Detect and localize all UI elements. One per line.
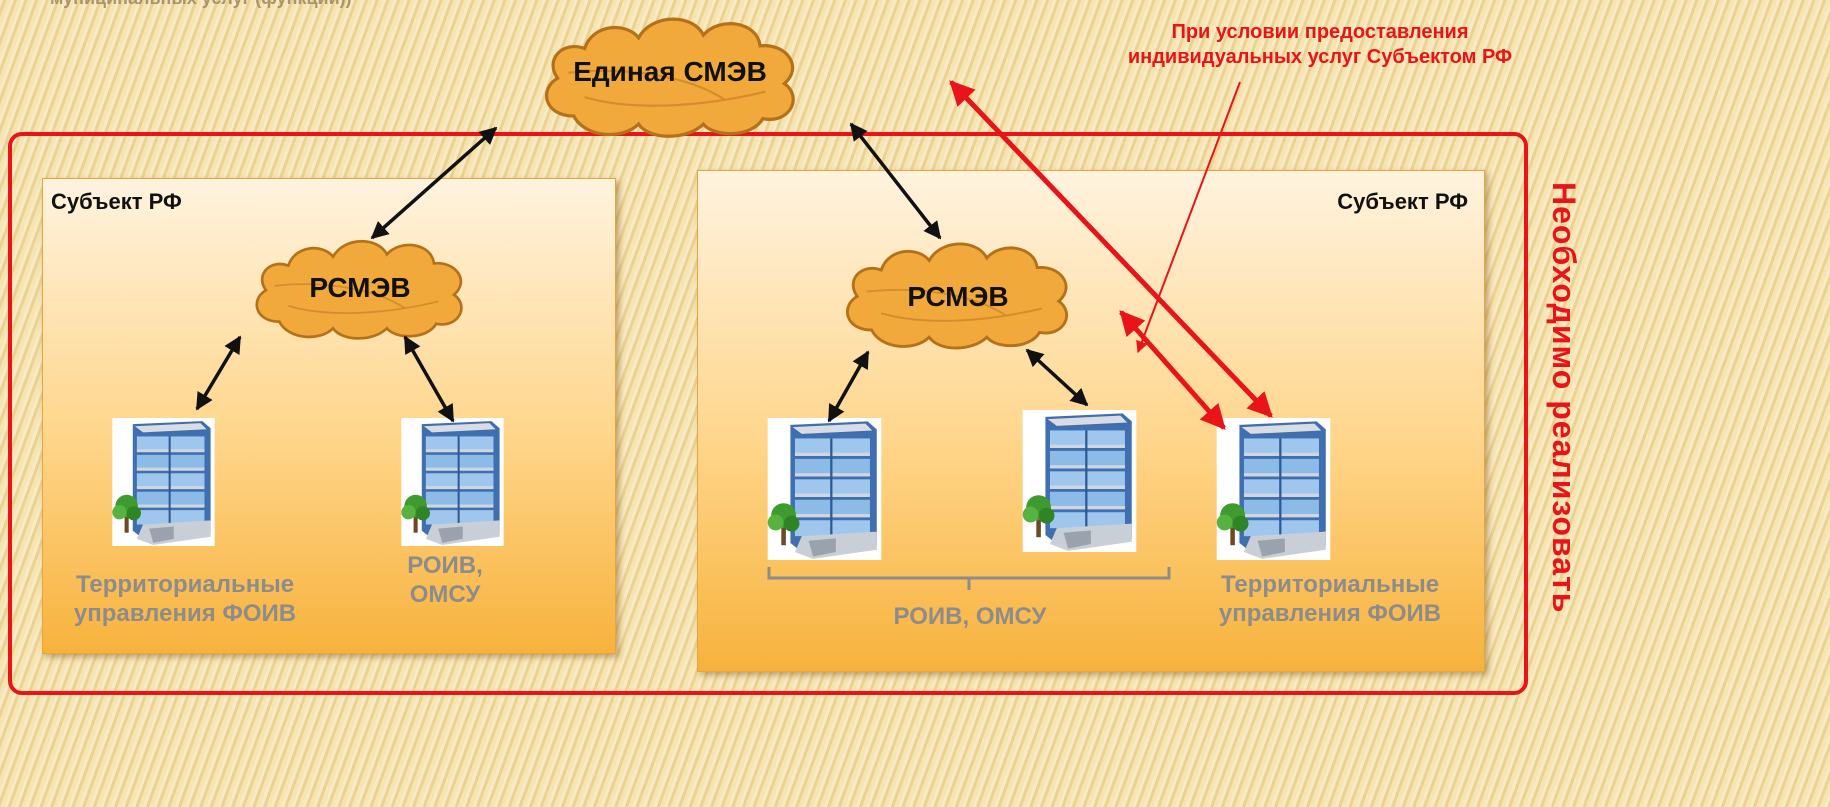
subject-panel-left: Субъект РФ	[42, 178, 616, 654]
connector-arrow	[403, 335, 455, 423]
label-roiv-group: РОИВ, ОМСУ	[893, 603, 1047, 630]
implementation-frame	[8, 132, 1528, 695]
rsmev-left-label: РСМЭВ	[309, 272, 411, 303]
building-icon	[767, 418, 882, 560]
connector-arrow	[1025, 348, 1089, 407]
note-pointer-arrow	[1136, 81, 1241, 354]
panel-title-right: Субъект РФ	[1337, 189, 1468, 214]
label-foiv-left: Территориальные управления ФОИВ	[73, 571, 297, 627]
top-caption: муниципальных услуг (функций))	[50, 0, 352, 9]
vertical-label: Необходимо реализовать	[1546, 182, 1582, 614]
building-icon	[401, 418, 504, 546]
panel-title-left: Субъект РФ	[51, 189, 182, 214]
connector-arrow	[195, 335, 242, 411]
main-cloud-label: Единая СМЭВ	[573, 56, 767, 87]
red-arrow-rsmev-to-foiv	[1119, 310, 1226, 430]
building-icon	[1216, 418, 1331, 560]
building-icon	[112, 418, 215, 546]
group-bracket	[767, 567, 1171, 590]
connector-arrow	[827, 350, 870, 423]
note-text: При условии предоставления индивидуальны…	[1127, 21, 1513, 68]
label-foiv-right: Территориальные управления ФОИВ	[1218, 571, 1442, 627]
connector-arrow	[370, 126, 498, 240]
label-roiv-left: РОИВ, ОМСУ	[407, 552, 483, 608]
connector-arrow	[849, 122, 942, 240]
building-icon	[1022, 410, 1137, 552]
rsmev-right-label: РСМЭВ	[907, 281, 1009, 312]
